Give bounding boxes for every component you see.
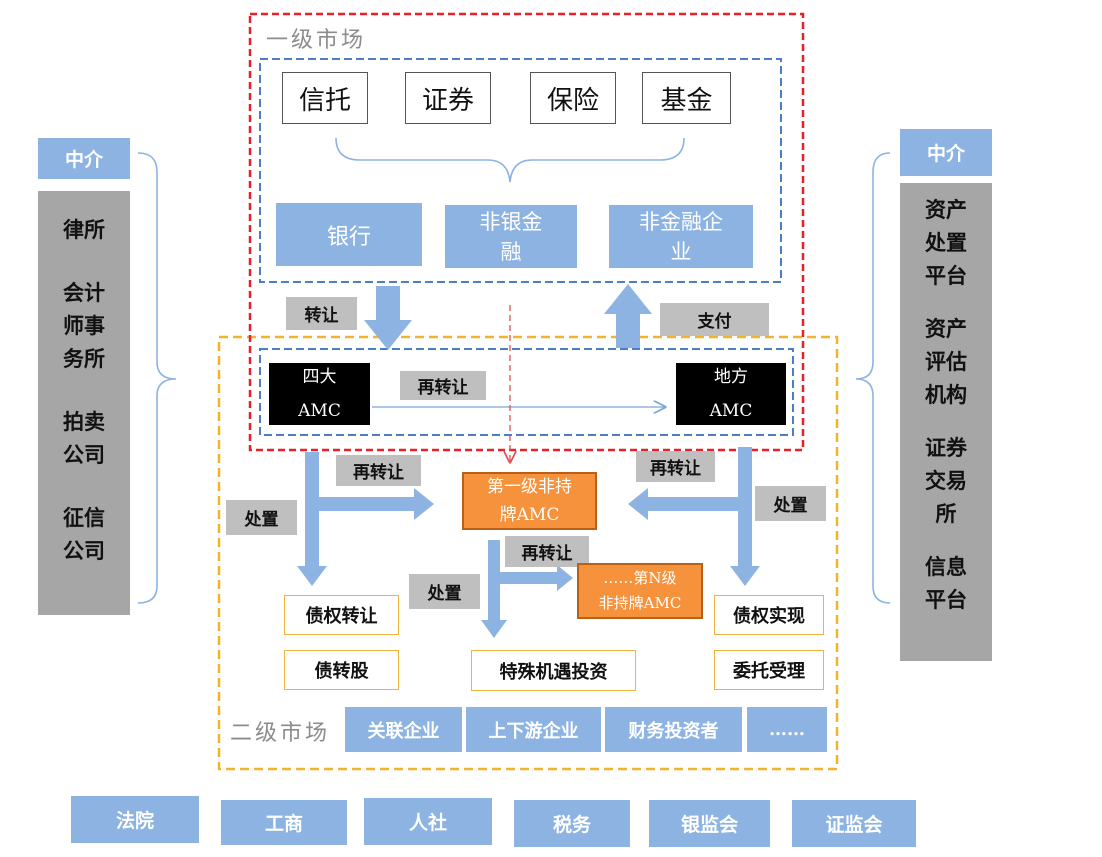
left-retransfer-arrow [319, 488, 434, 520]
investor-affiliated-enterprise: 关联企业 [345, 707, 462, 752]
holder-non-bank-financial: 非银金 融 [445, 205, 577, 268]
regulator-csrc: 证监会 [792, 800, 916, 847]
intermediary-info-platform: 信息 平台 [925, 554, 967, 612]
transfer-arrow [364, 286, 412, 350]
outcome-debt-realization: 债权实现 [714, 595, 824, 635]
local-amc: 地方 AMC [676, 363, 786, 425]
institution-fund: 基金 [642, 72, 731, 124]
institution-trust: 信托 [282, 72, 368, 124]
outcome-special-opportunity: 特殊机遇投资 [471, 650, 636, 691]
regulator-commerce: 工商 [221, 800, 347, 845]
institutions-brace [335, 137, 685, 183]
primary-market-title: 一级市场 [266, 28, 367, 53]
institution-insurance: 保险 [530, 72, 616, 124]
intermediary-auction-company: 拍卖 公司 [63, 409, 105, 467]
intermediary-accounting-firm: 会计 师事 务所 [63, 280, 105, 371]
left-retransfer-label: 再转让 [336, 455, 421, 486]
left-dispose-label: 处置 [226, 500, 297, 535]
investor-others: …… [747, 707, 827, 752]
right-dispose-label: 处置 [755, 486, 826, 521]
left-intermediary-column: 律所 会计 师事 务所 拍卖 公司 征信 公司 [38, 191, 130, 615]
left-bracket [137, 152, 177, 604]
secondary-market-frame [217, 335, 839, 771]
right-retransfer-arrow [628, 488, 738, 520]
transfer-label: 转让 [286, 297, 357, 330]
mid-dispose-label: 处置 [409, 574, 480, 609]
institution-securities: 证券 [405, 72, 491, 124]
right-retransfer-label: 再转让 [636, 451, 715, 482]
amc-retransfer-label: 再转让 [400, 371, 486, 400]
nth-tier-unlicensed-amc: ……第N级 非持牌AMC [577, 563, 703, 619]
investor-financial-investor: 财务投资者 [605, 707, 742, 752]
holder-non-financial-enterprise: 非金融企 业 [609, 205, 753, 268]
right-intermediary-header: 中介 [900, 129, 992, 176]
right-intermediary-column: 资产 处置 平台 资产 评估 机构 证券 交易 所 信息 平台 [900, 183, 992, 661]
secondary-market-title: 二级市场 [230, 721, 331, 746]
regulator-tax: 税务 [514, 800, 630, 847]
intermediary-credit-company: 征信 公司 [63, 505, 105, 563]
payment-arrow [604, 284, 652, 348]
regulator-cbrc: 银监会 [649, 800, 770, 847]
intermediary-law-firm: 律所 [63, 217, 105, 242]
payment-label: 支付 [660, 303, 769, 336]
big-four-amc: 四大 AMC [269, 363, 370, 425]
mid-retransfer-label: 再转让 [505, 536, 589, 567]
intermediary-asset-appraisal: 资产 评估 机构 [925, 316, 967, 407]
intermediary-asset-disposal-platform: 资产 处置 平台 [925, 197, 967, 288]
mid-dispose-arrow [481, 540, 507, 638]
investor-supply-chain-enterprise: 上下游企业 [466, 707, 601, 752]
first-tier-unlicensed-amc: 第一级非持 牌AMC [462, 472, 597, 530]
outcome-debt-transfer: 债权转让 [284, 595, 399, 635]
amc-frame [259, 348, 794, 436]
holder-bank: 银行 [276, 203, 422, 266]
regulator-hr-social: 人社 [364, 798, 492, 845]
left-intermediary-header: 中介 [38, 138, 130, 179]
mid-retransfer-arrow [500, 565, 573, 591]
intermediary-stock-exchange: 证券 交易 所 [925, 435, 967, 526]
primary-market-frame [248, 12, 805, 452]
outcome-debt-to-equity: 债转股 [284, 650, 399, 690]
outcome-entrusted-acceptance: 委托受理 [714, 650, 824, 690]
right-dispose-arrow [730, 447, 760, 586]
left-dispose-arrow [297, 452, 327, 586]
right-bracket [855, 152, 891, 604]
regulator-court: 法院 [71, 796, 199, 843]
